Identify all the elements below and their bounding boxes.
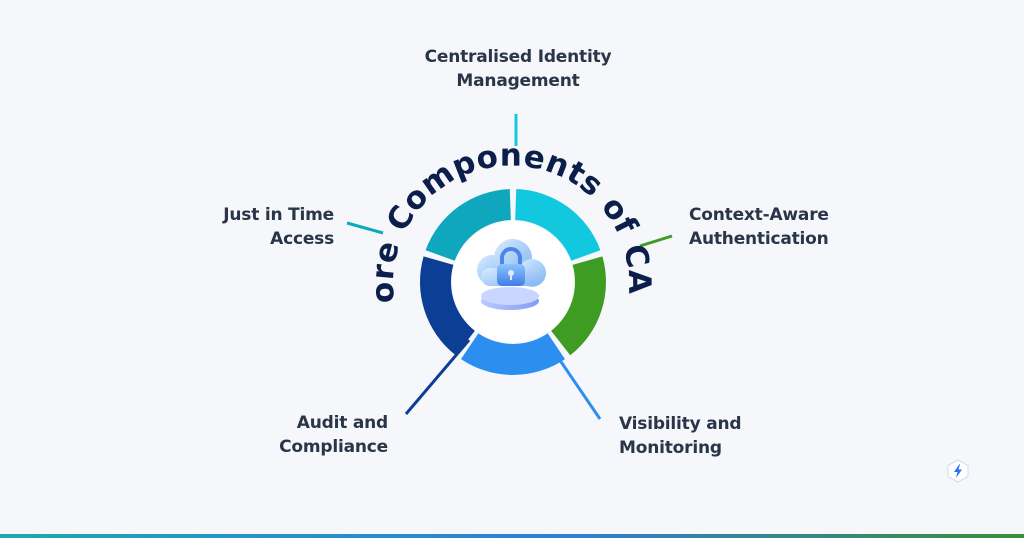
segment-just-in-time — [425, 189, 511, 261]
label-line: Management — [456, 71, 580, 91]
label-audit-and-compliance: Audit and Compliance — [240, 411, 388, 459]
label-visibility-and-monitoring: Visibility and Monitoring — [619, 412, 742, 460]
label-line: Audit and — [296, 413, 388, 433]
lightning-bolt-icon — [947, 459, 969, 483]
label-line: Visibility and — [619, 414, 742, 434]
label-line: Centralised Identity — [424, 47, 612, 67]
label-centralised-identity-management: Centralised Identity Management — [412, 45, 624, 93]
cloud-lock-icon — [477, 239, 546, 310]
label-line: Authentication — [689, 229, 829, 249]
connector-line-left — [346, 221, 384, 235]
segment-context-aware — [551, 256, 607, 356]
segment-visibility — [460, 333, 566, 375]
segment-centralised-identity — [515, 189, 601, 261]
connector-line-right — [639, 234, 673, 248]
label-context-aware-authentication: Context-Aware Authentication — [689, 203, 829, 251]
connector-line-bottom-left — [404, 339, 471, 415]
segment-audit — [420, 256, 475, 356]
label-line: Access — [270, 229, 334, 249]
label-line: Compliance — [279, 437, 388, 457]
label-line: Just in Time — [223, 205, 334, 225]
label-just-in-time-access: Just in Time Access — [180, 203, 334, 251]
bottom-accent-bar — [0, 534, 1024, 538]
label-line: Monitoring — [619, 438, 722, 458]
label-line: Context-Aware — [689, 205, 829, 225]
connector-line-bottom-right — [551, 349, 602, 420]
